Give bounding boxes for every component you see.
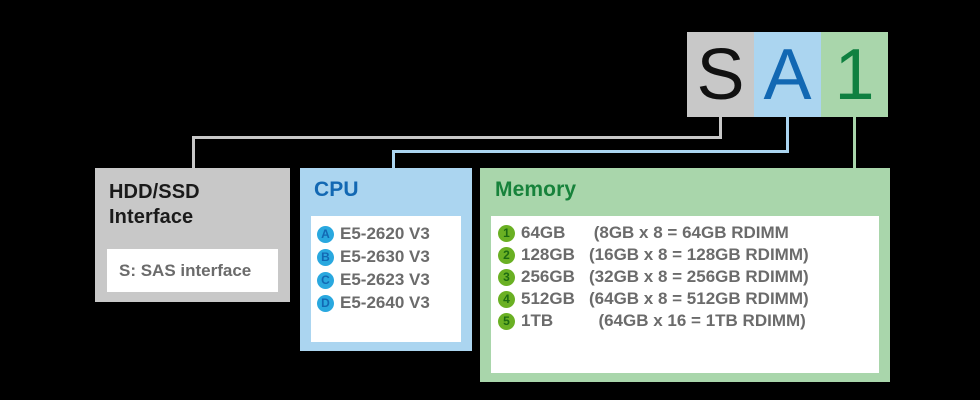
panel-cpu: CPU A E5-2620 V3 B E5-2630 V3 C E5-2623 … <box>300 168 472 351</box>
code-char-a: A <box>763 34 812 115</box>
panel-hdd-title-line2: Interface <box>109 206 194 228</box>
memory-badge-1: 1 <box>498 224 515 242</box>
panel-cpu-body: A E5-2620 V3 B E5-2630 V3 C E5-2623 V3 D… <box>311 216 461 342</box>
cpu-list-item: B E5-2630 V3 <box>317 247 461 267</box>
panel-hdd-ssd-interface: HDD/SSD Interface S: SAS interface <box>95 168 290 302</box>
memory-size-2: 128GB(16GB x 8 = 128GB RDIMM) <box>521 245 809 264</box>
memory-size-1: 64GB (8GB x 8 = 64GB RDIMM <box>521 223 789 242</box>
cpu-list-item: C E5-2623 V3 <box>317 270 461 290</box>
memory-list-item: 1 64GB (8GB x 8 = 64GB RDIMM <box>498 223 879 243</box>
memory-badge-4: 4 <box>498 290 515 308</box>
panel-memory: Memory 1 64GB (8GB x 8 = 64GB RDIMM 2 12… <box>480 168 890 382</box>
cpu-label-b: E5-2630 V3 <box>340 247 430 266</box>
cpu-badge-c: C <box>317 271 334 289</box>
hdd-interface-value: S: SAS interface <box>119 260 252 280</box>
cpu-label-a: E5-2620 V3 <box>340 224 430 243</box>
cpu-badge-b: B <box>317 248 334 266</box>
memory-badge-3: 3 <box>498 268 515 286</box>
panel-memory-body: 1 64GB (8GB x 8 = 64GB RDIMM 2 128GB(16G… <box>491 216 879 373</box>
panel-hdd-title-line1: HDD/SSD <box>109 181 200 203</box>
memory-size-4: 512GB(64GB x 8 = 512GB RDIMM) <box>521 289 809 308</box>
memory-badge-5: 5 <box>498 312 515 330</box>
cpu-label-d: E5-2640 V3 <box>340 293 430 312</box>
memory-list-item: 5 1TB (64GB x 16 = 1TB RDIMM) <box>498 311 879 331</box>
memory-size-5: 1TB (64GB x 16 = 1TB RDIMM) <box>521 311 806 330</box>
cpu-badge-d: D <box>317 294 334 312</box>
code-char-1: 1 <box>834 34 875 115</box>
cpu-list-item: A E5-2620 V3 <box>317 224 461 244</box>
memory-size-3: 256GB(32GB x 8 = 256GB RDIMM) <box>521 267 809 286</box>
panel-cpu-title: CPU <box>314 178 359 201</box>
code-segment-interface: S <box>687 32 754 117</box>
panel-memory-title: Memory <box>495 178 577 201</box>
panel-hdd-title: HDD/SSD Interface <box>95 168 290 230</box>
cpu-label-c: E5-2623 V3 <box>340 270 430 289</box>
cpu-badge-a: A <box>317 225 334 243</box>
memory-badge-2: 2 <box>498 246 515 264</box>
code-segment-memory: 1 <box>821 32 888 117</box>
memory-list-item: 2 128GB(16GB x 8 = 128GB RDIMM) <box>498 245 879 265</box>
code-segment-cpu: A <box>754 32 821 117</box>
code-char-s: S <box>696 34 745 115</box>
memory-list-item: 3 256GB(32GB x 8 = 256GB RDIMM) <box>498 267 879 287</box>
cpu-list-item: D E5-2640 V3 <box>317 293 461 313</box>
panel-hdd-body: S: SAS interface <box>107 249 278 292</box>
memory-list-item: 4 512GB(64GB x 8 = 512GB RDIMM) <box>498 289 879 309</box>
